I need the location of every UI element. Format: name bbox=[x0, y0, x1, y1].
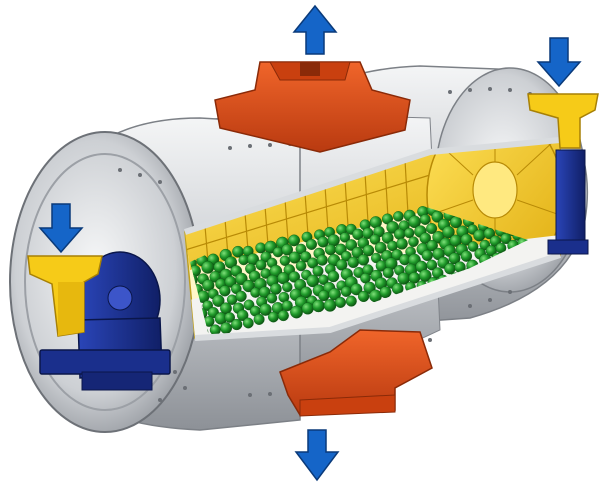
grinding-ball bbox=[288, 271, 300, 283]
grinding-ball bbox=[290, 305, 303, 319]
grinding-ball bbox=[327, 270, 340, 283]
grinding-ball bbox=[426, 259, 438, 271]
grinding-ball bbox=[381, 231, 394, 244]
grinding-ball bbox=[340, 286, 352, 297]
grinding-ball bbox=[312, 265, 324, 277]
grinding-ball bbox=[404, 227, 415, 239]
grinding-ball bbox=[267, 311, 279, 323]
grinding-ball bbox=[339, 232, 351, 243]
grinding-ball bbox=[358, 290, 370, 303]
grinding-ball bbox=[483, 227, 495, 240]
grinding-ball bbox=[347, 256, 359, 268]
grinding-ball bbox=[312, 299, 325, 313]
grinding-ball bbox=[255, 242, 267, 254]
bottom-outlet-arrow bbox=[294, 429, 340, 482]
grinding-ball bbox=[408, 236, 419, 247]
top-outlet-arrow bbox=[292, 4, 338, 55]
grinding-ball bbox=[281, 300, 293, 312]
grinding-ball bbox=[426, 222, 438, 234]
grinding-ball bbox=[231, 318, 243, 331]
grinding-ball bbox=[288, 234, 300, 247]
grinding-ball bbox=[255, 259, 267, 271]
grinding-ball bbox=[418, 269, 432, 282]
grinding-ball bbox=[282, 281, 293, 293]
grinding-ball bbox=[448, 252, 461, 265]
grinding-balls bbox=[190, 205, 528, 340]
grinding-ball bbox=[467, 241, 479, 252]
left-inlet-arrow bbox=[38, 203, 84, 254]
grinding-ball bbox=[335, 296, 347, 308]
grinding-ball bbox=[394, 228, 406, 240]
grinding-ball bbox=[357, 254, 370, 266]
grinding-ball bbox=[379, 286, 392, 299]
grinding-ball bbox=[235, 290, 247, 302]
grinding-ball bbox=[253, 313, 265, 325]
grinding-ball bbox=[295, 260, 307, 272]
grinding-ball bbox=[328, 288, 341, 301]
grinding-ball bbox=[201, 260, 215, 274]
grinding-ball bbox=[345, 295, 357, 307]
grinding-ball bbox=[220, 322, 233, 334]
grinding-ball bbox=[324, 244, 337, 256]
grinding-ball bbox=[266, 292, 278, 304]
grinding-ball bbox=[272, 246, 284, 258]
left-trunnion-bearing bbox=[39, 251, 171, 391]
grinding-ball bbox=[300, 286, 312, 299]
grinding-ball bbox=[362, 227, 374, 240]
bottom-discharge-hood bbox=[279, 329, 433, 417]
grinding-ball bbox=[382, 267, 394, 279]
grinding-ball bbox=[316, 254, 328, 266]
grinding-ball bbox=[473, 229, 486, 242]
grinding-ball bbox=[444, 262, 456, 275]
right-feed-chute bbox=[527, 93, 599, 149]
grinding-ball bbox=[270, 283, 282, 295]
grinding-ball bbox=[442, 225, 455, 239]
left-feed-chute bbox=[27, 255, 103, 337]
grinding-ball bbox=[318, 290, 330, 302]
grinding-ball bbox=[431, 210, 444, 223]
top-discharge-hood bbox=[214, 61, 411, 153]
right-trunnion-bearing bbox=[547, 149, 589, 255]
liner-plates bbox=[185, 159, 431, 263]
grinding-ball bbox=[396, 237, 408, 250]
grinding-ball bbox=[460, 250, 473, 262]
grinding-ball bbox=[281, 243, 294, 256]
grinding-ball bbox=[259, 303, 272, 316]
grinding-ball bbox=[460, 233, 473, 246]
grinding-ball bbox=[393, 211, 404, 222]
grinding-ball bbox=[212, 294, 225, 307]
grinding-ball bbox=[369, 234, 381, 245]
grinding-ball bbox=[362, 244, 375, 257]
grinding-ball bbox=[350, 283, 363, 296]
grinding-ball bbox=[224, 256, 238, 269]
grinding-ball bbox=[236, 309, 249, 321]
grinding-ball bbox=[224, 312, 235, 323]
grinding-ball bbox=[426, 239, 438, 252]
grinding-ball bbox=[306, 238, 318, 250]
grinding-ball bbox=[301, 302, 314, 315]
grinding-ball bbox=[318, 274, 329, 285]
grinding-ball bbox=[345, 239, 358, 251]
grinding-ball bbox=[374, 241, 387, 254]
grinding-ball bbox=[300, 251, 312, 263]
grinding-ball bbox=[336, 259, 348, 271]
grinding-ball bbox=[242, 317, 254, 329]
grinding-ball bbox=[371, 252, 382, 264]
grinding-ball bbox=[219, 285, 231, 297]
grinding-ball bbox=[202, 279, 215, 292]
grinding-ball bbox=[500, 233, 512, 245]
grinding-ball bbox=[279, 255, 291, 266]
right-inlet-arrow bbox=[536, 37, 582, 88]
grinding-ball bbox=[323, 299, 337, 312]
grinding-ball bbox=[419, 214, 431, 225]
grinding-ball bbox=[277, 310, 289, 322]
grinding-ball bbox=[421, 249, 433, 262]
mill-interior-cutaway bbox=[184, 137, 561, 341]
